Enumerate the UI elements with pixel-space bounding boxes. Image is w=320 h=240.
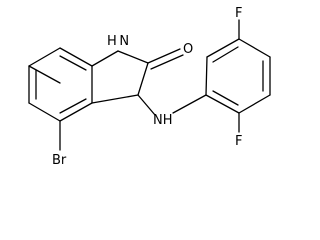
bond-c6p-c1p-inner <box>212 90 239 106</box>
atom-label-bromine: Br <box>52 153 67 168</box>
bond-c7a-n1 <box>91 50 119 67</box>
bond-nh-c1p <box>172 94 207 114</box>
bond-c1p-c2p <box>205 56 208 96</box>
bonds <box>28 19 271 151</box>
bond-c3p-c4p <box>238 38 271 58</box>
atom-label-nh-ring: H N <box>107 34 129 49</box>
bond-n1-c2 <box>117 50 149 64</box>
atom-label-fluorine-top: F <box>235 6 242 21</box>
bond-c3-nh <box>137 94 156 116</box>
bond-c6-c5 <box>28 102 61 122</box>
bond-c2-c3 <box>137 62 149 96</box>
bond-c2p-c3p-inner <box>212 46 239 63</box>
atom-label-amine: NH <box>153 113 173 128</box>
atom-label-fluorine-bottom: F <box>235 134 242 149</box>
bond-c5-c4 <box>59 102 93 122</box>
bond-c7a-c7 <box>28 65 61 84</box>
structure-diagram: H N O NH Br F F <box>28 6 271 168</box>
bond-c2-o <box>147 48 181 64</box>
bond-c3-c3a <box>91 94 139 104</box>
bond-c2-o-double <box>150 54 184 70</box>
bond-c3a-c7a <box>59 47 93 67</box>
bond-c3a-c7a-inner <box>59 55 87 71</box>
bond-c5p-c6p <box>238 94 271 114</box>
atom-label-oxygen: O <box>183 42 193 57</box>
bond-c5-c4-inner <box>59 98 87 114</box>
bond-c6p-c1p <box>205 94 240 114</box>
atom-labels: H N O NH Br F F <box>52 6 242 168</box>
bond-c7a-c7b <box>28 47 61 67</box>
bond-c2p-c3p <box>206 38 240 58</box>
